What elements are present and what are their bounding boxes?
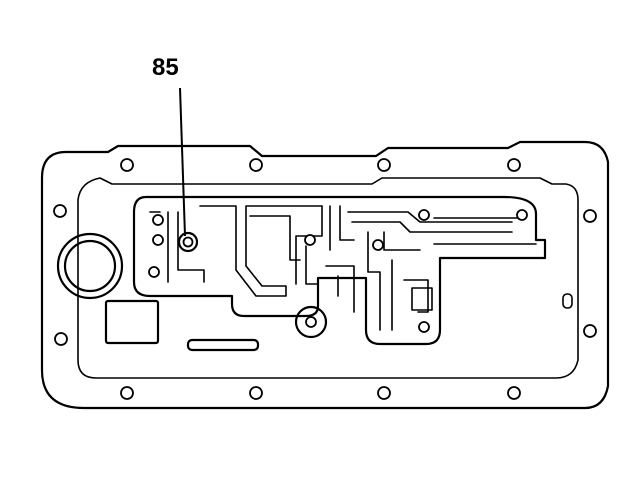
callout-hole-inner: [182, 236, 194, 248]
large-bore-inner: [63, 239, 117, 293]
bottom-slot: [186, 338, 260, 352]
passage-right-upper: [329, 205, 513, 251]
square-pad: [104, 299, 160, 345]
callout-label: 85: [152, 54, 179, 81]
passage-hole: [152, 214, 164, 226]
bolt-hole: [249, 386, 263, 400]
passage-hole: [418, 209, 430, 221]
bolt-hole: [583, 209, 597, 223]
bolt-hole: [120, 386, 134, 400]
callout-leader-line: [179, 87, 186, 237]
lower-boss: [294, 305, 328, 339]
passage-hole: [304, 234, 316, 246]
passage-hole: [372, 239, 384, 251]
lower-boss-hole: [305, 316, 317, 328]
right-slot: [562, 293, 573, 309]
passage-upper-left: [149, 205, 323, 297]
gasket-inner-outline: [77, 177, 579, 379]
gasket-outer-outline: [40, 140, 610, 410]
bolt-hole: [507, 386, 521, 400]
passage-hole: [418, 321, 430, 333]
passage-right-lower: [367, 231, 429, 331]
bolt-hole: [377, 386, 391, 400]
passage-hole: [516, 209, 528, 221]
bolt-hole: [377, 158, 391, 172]
passage-hole: [152, 234, 164, 246]
bolt-hole: [583, 324, 597, 338]
large-bore-outer: [56, 232, 124, 300]
passage-right-long: [383, 217, 537, 251]
bolt-hole: [507, 158, 521, 172]
bolt-hole: [249, 158, 263, 172]
bolt-hole: [53, 204, 67, 218]
passage-center-vertical: [249, 215, 301, 261]
passage-hole: [148, 266, 160, 278]
callout-hole-outer: [177, 231, 199, 253]
bolt-hole: [120, 158, 134, 172]
passage-box-right: [411, 287, 433, 311]
bolt-holes: [53, 158, 597, 400]
passage-center-lower: [325, 265, 355, 313]
bolt-hole: [54, 332, 68, 346]
